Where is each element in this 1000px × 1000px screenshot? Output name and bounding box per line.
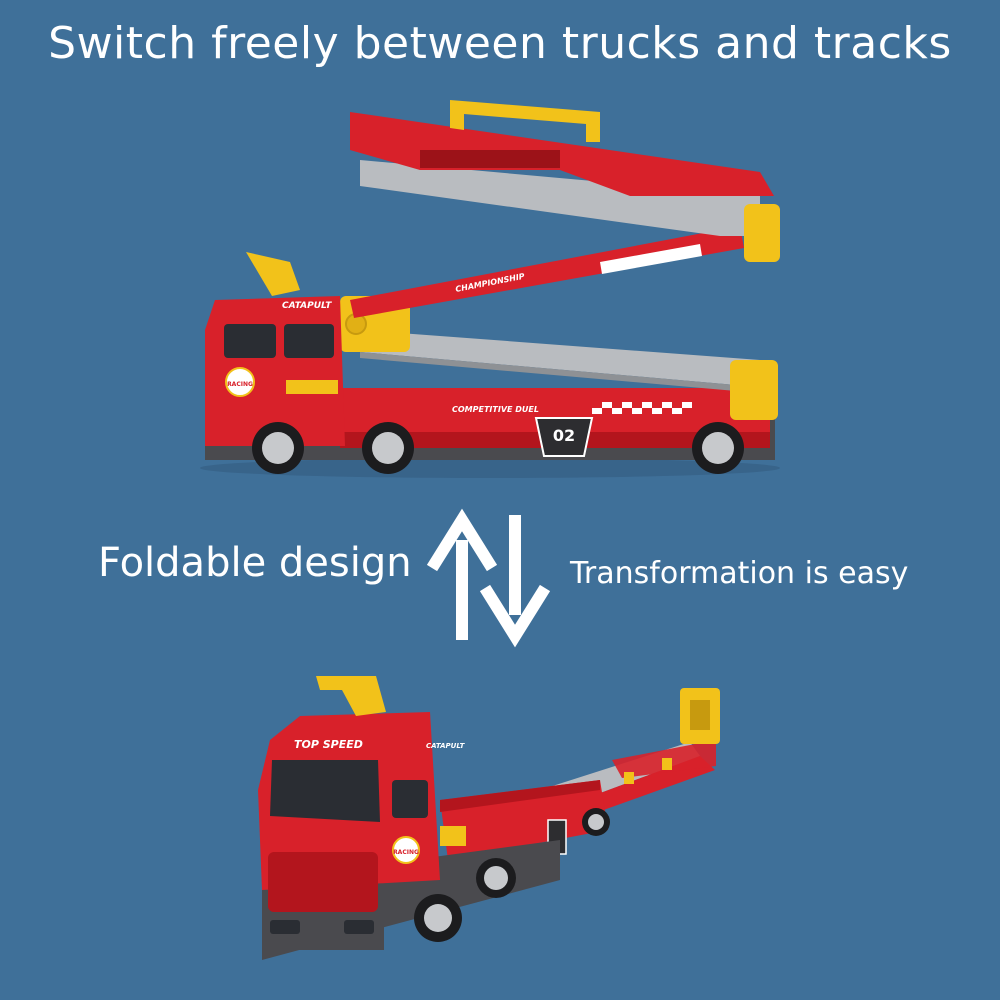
number-badge-text: 02 xyxy=(553,426,575,445)
lower-rail-text: COMPETITIVE DUEL xyxy=(452,405,539,414)
truck-extended: TOP SPEED CATAPULT RACING xyxy=(258,676,720,960)
cab-text-bottom: CATAPULT xyxy=(426,742,466,750)
number-badge xyxy=(534,417,594,457)
foldable-design-label: Foldable design xyxy=(98,540,412,586)
wheels xyxy=(252,422,744,474)
headline: Switch freely between trucks and tracks xyxy=(48,18,952,69)
down-arrow-icon xyxy=(479,515,551,648)
up-arrow-icon xyxy=(426,508,498,640)
cab-text-top: CATAPULT xyxy=(282,301,332,311)
top-speed-text: TOP SPEED xyxy=(294,738,363,751)
racing-badge-bottom: RACING xyxy=(393,849,419,856)
checker-strip xyxy=(592,402,692,414)
upper-checker-strip xyxy=(600,244,702,274)
transformation-label: Transformation is easy xyxy=(570,556,909,591)
racing-badge-top: RACING xyxy=(227,381,253,388)
truck-raised: COMPETITIVE DUEL 02 CHAMPIONSHIP xyxy=(200,100,780,478)
